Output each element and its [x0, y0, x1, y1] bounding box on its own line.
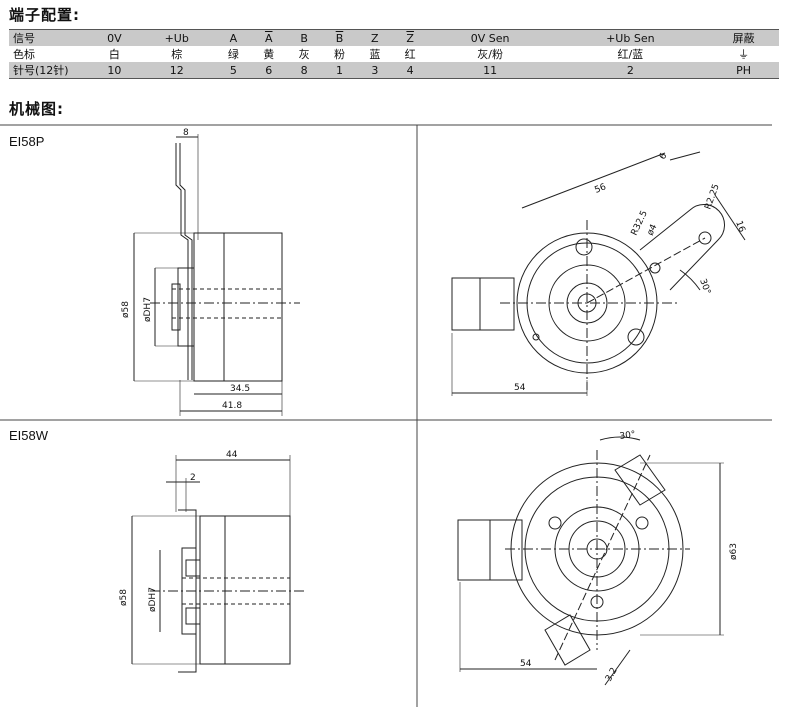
- table-cell: 灰: [298, 48, 310, 61]
- dim-p-r225: R2.25: [703, 183, 721, 211]
- table-cell: 信号: [9, 29, 91, 46]
- table-cell: 红: [404, 48, 416, 61]
- dim-p-bore: øDH7: [143, 297, 153, 322]
- ei58p-front-view: [451, 151, 746, 396]
- dim-p-56: 56: [593, 182, 608, 196]
- signal-row: 信号 0V +Ub A A B B Z Z 0V Sen +Ub Sen 屏蔽: [9, 29, 779, 46]
- table-cell: +Ub: [137, 29, 216, 46]
- color-row: 色标 白 棕 绿 黄 灰 粉 蓝 红 灰/粉 红/蓝 ⏚: [9, 46, 779, 62]
- table-cell: 棕: [171, 48, 183, 61]
- dim-w-63: ø63: [729, 543, 739, 560]
- frame-lines: [0, 124, 772, 707]
- table-cell: PH: [708, 62, 779, 79]
- table-cell: 2: [552, 62, 709, 79]
- table-cell: B: [321, 29, 358, 46]
- dim-w-32: 3.2: [604, 666, 620, 683]
- table-cell: 屏蔽: [708, 29, 779, 46]
- table-cell: 11: [427, 62, 553, 79]
- table-cell: B: [286, 29, 322, 46]
- dim-p-len2: 41.8: [222, 401, 242, 411]
- table-cell: 8: [286, 62, 322, 79]
- model-label-w: EI58W: [9, 428, 49, 443]
- table-cell: 灰/粉: [477, 48, 503, 61]
- dim-w-44: 44: [226, 450, 238, 460]
- table-cell: 0V: [91, 29, 138, 46]
- mechanical-heading: 机械图:: [9, 100, 64, 118]
- table-cell: 0V Sen: [427, 29, 553, 46]
- table-cell: Z: [392, 29, 428, 46]
- table-cell: Z: [357, 29, 393, 46]
- ei58p-side-view: [133, 134, 300, 416]
- table-cell: 12: [137, 62, 216, 79]
- table-cell: 针号(12针): [9, 62, 91, 79]
- table-cell: 1: [321, 62, 358, 79]
- table-cell: 白: [108, 48, 120, 61]
- table-cell: A: [215, 29, 252, 46]
- table-cell: 红/蓝: [617, 48, 644, 61]
- table-cell: ⏚: [738, 48, 750, 61]
- dim-w-2: 2: [190, 473, 196, 483]
- terminal-heading: 端子配置:: [9, 6, 80, 24]
- dim-p-len1: 34.5: [230, 384, 250, 394]
- dim-p-54: 54: [514, 383, 526, 393]
- table-cell: 6: [251, 62, 287, 79]
- ei58w-front-view: [457, 436, 724, 686]
- dim-w-30: 30°: [619, 430, 636, 442]
- table-cell: 黄: [263, 48, 275, 61]
- table-cell: 10: [91, 62, 138, 79]
- table-cell: 5: [215, 62, 252, 79]
- table-cell: 4: [392, 62, 428, 79]
- dim-w-dia: ø58: [119, 589, 129, 606]
- dim-p-flange: 8: [183, 128, 189, 138]
- table-cell: 3: [357, 62, 393, 79]
- dim-p-dia: ø58: [121, 301, 131, 318]
- dim-w-bore: øDH7: [148, 587, 158, 612]
- table-cell: +Ub Sen: [552, 29, 709, 46]
- dim-p-30: 30°: [697, 278, 712, 296]
- dim-p-6: 6: [658, 151, 670, 161]
- model-label-p: EI58P: [9, 134, 45, 149]
- table-cell: 蓝: [369, 48, 381, 61]
- dim-p-16: 16: [733, 220, 746, 234]
- ei58w-side-view: [131, 455, 305, 673]
- dim-p-4: ø4: [646, 223, 660, 238]
- dim-w-54: 54: [520, 659, 532, 669]
- pin-table: 信号 0V +Ub A A B B Z Z 0V Sen +Ub Sen 屏蔽 …: [9, 29, 779, 79]
- table-cell: A: [251, 29, 287, 46]
- table-cell: 绿: [227, 48, 239, 61]
- table-cell: 粉: [333, 48, 345, 61]
- table-cell: 色标: [13, 48, 35, 61]
- pin-row: 针号(12针) 10 12 5 6 8 1 3 4 11 2 PH: [9, 62, 779, 79]
